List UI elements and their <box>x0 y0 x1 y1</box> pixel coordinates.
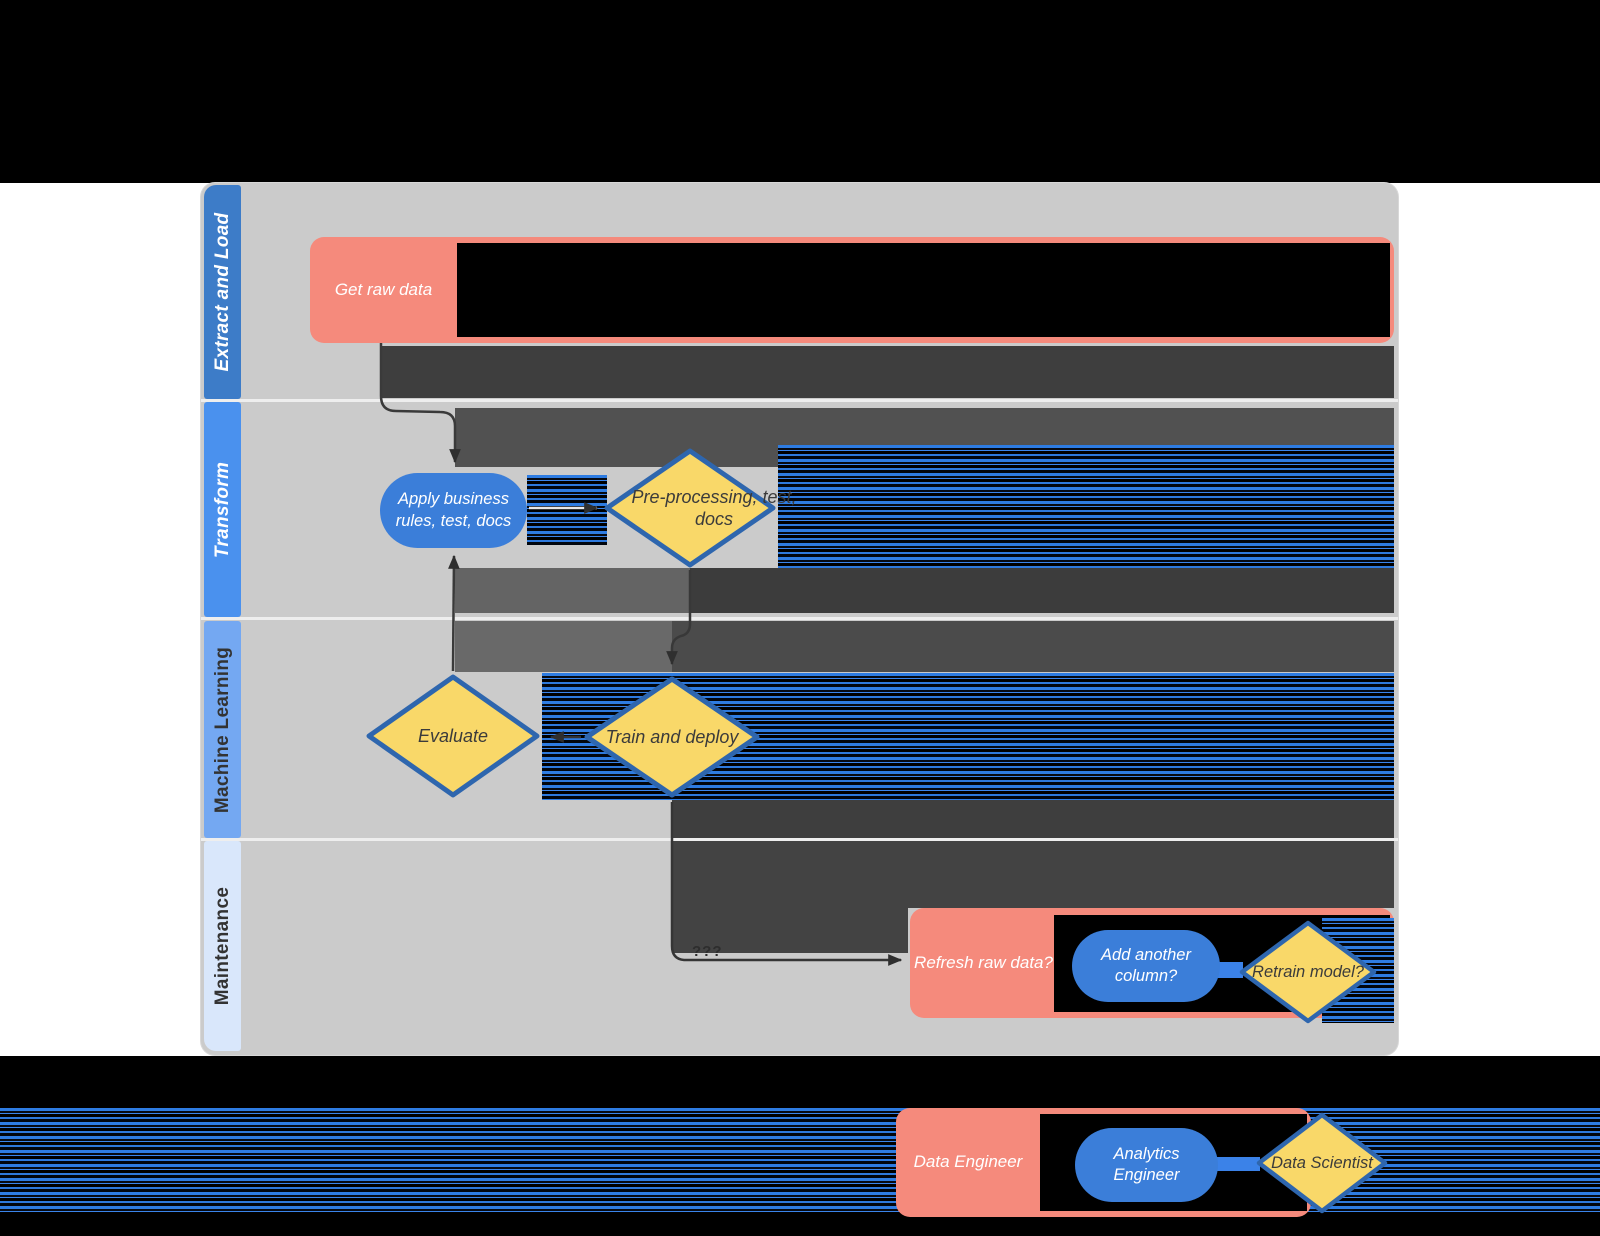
dark-block <box>690 568 1394 613</box>
blue-connector-segment <box>1215 1157 1260 1171</box>
dark-block <box>672 841 1394 908</box>
top-background-band <box>0 0 1600 183</box>
node-label: Pre-processing, test, docs <box>631 486 797 530</box>
decision-diamond-shape <box>1256 1112 1388 1214</box>
lane-divider <box>201 838 1398 841</box>
node-refresh-raw-data[interactable]: Refresh raw data? <box>910 908 1057 1018</box>
node-label: Add another column? <box>1101 945 1191 985</box>
node-train-and-deploy[interactable]: Train and deploy <box>583 675 761 799</box>
node-retrain-model[interactable]: Retrain model? <box>1238 919 1378 1025</box>
connector-question-label: ??? <box>692 943 723 960</box>
legend-label: Data Scientist <box>1271 1153 1373 1172</box>
node-preprocessing[interactable]: Pre-processing, test, docs <box>603 447 797 569</box>
node-add-another-column[interactable] <box>1072 930 1220 1002</box>
node-label: Refresh raw data? <box>914 952 1053 972</box>
lane-divider <box>201 617 1398 620</box>
legend-item-data-scientist[interactable]: Data Scientist <box>1255 1111 1389 1215</box>
lane-divider <box>201 399 1398 402</box>
legend-item-data-engineer[interactable]: Data Engineer <box>896 1108 1040 1217</box>
decision-diamond-shape <box>604 448 776 568</box>
lane-label: Extract and Load <box>211 212 233 372</box>
stadium-text: Add another column? <box>1079 930 1213 1002</box>
lane-label: Machine Learning <box>211 646 233 813</box>
node-label: Apply business rules, test, docs <box>395 490 512 530</box>
dark-block <box>380 346 1394 398</box>
node-apply-business-rules[interactable] <box>380 473 527 548</box>
lane-header-maintenance: Maintenance <box>204 841 241 1051</box>
legend-label: Data Engineer <box>913 1152 1023 1172</box>
blue-connector-segment <box>1217 962 1243 978</box>
dark-block <box>455 568 690 613</box>
node-label: Train and deploy <box>605 726 739 747</box>
lane-header-machine-learning: Machine Learning <box>204 621 241 838</box>
node-label: Get raw data <box>334 279 433 299</box>
swimlane-diagram: Extract and Load Transform Machine Learn… <box>201 183 1398 1055</box>
decision-diamond-shape <box>1239 920 1377 1024</box>
stadium-text: Apply business rules, test, docs <box>387 473 520 548</box>
lane-label: Maintenance <box>211 886 233 1006</box>
stripe-artifact-block <box>527 475 607 545</box>
legend-item-analytics-engineer[interactable]: Analytics Engineer <box>1080 1128 1213 1202</box>
lane-header-transform: Transform <box>204 402 241 617</box>
lane-label: Transform <box>211 461 233 558</box>
node-get-raw-data[interactable]: Get raw data <box>310 237 457 343</box>
lane-header-extract-and-load: Extract and Load <box>204 185 241 399</box>
legend-label: Analytics Engineer <box>1113 1144 1180 1184</box>
redacted-block <box>457 243 1390 337</box>
stripe-artifact-block <box>778 445 1394 568</box>
legend-stadium <box>1075 1128 1218 1202</box>
node-evaluate[interactable]: Evaluate <box>365 673 541 799</box>
node-label: Evaluate <box>417 725 489 746</box>
dark-block <box>672 800 1394 838</box>
decision-diamond-shape <box>584 676 760 798</box>
dark-block <box>455 621 672 672</box>
dark-block <box>672 621 1394 672</box>
node-label: Retrain model? <box>1252 962 1364 981</box>
decision-diamond-shape <box>366 674 540 798</box>
